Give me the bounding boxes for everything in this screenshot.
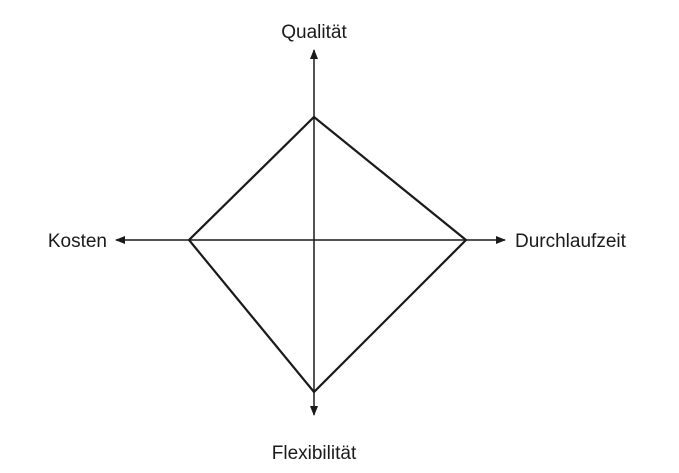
diamond-shape — [187, 115, 468, 394]
label-bottom: Flexibilität — [272, 443, 357, 464]
label-top: Qualität — [281, 22, 347, 43]
label-right: Durchlaufzeit — [515, 231, 627, 252]
label-left: Kosten — [48, 231, 107, 252]
